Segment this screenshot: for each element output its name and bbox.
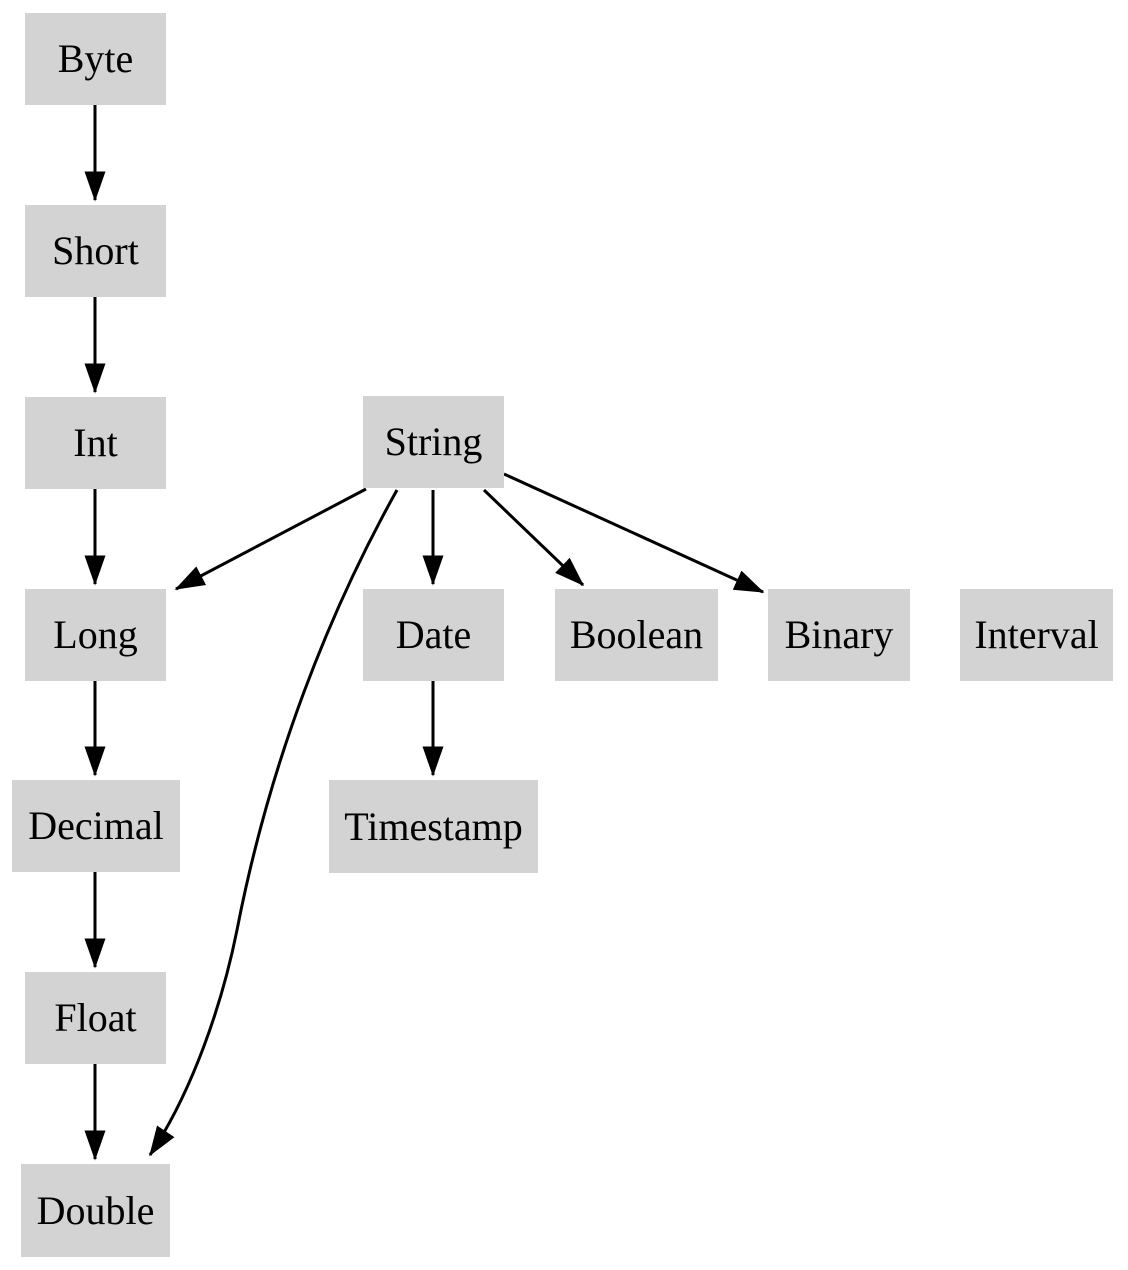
edge-string-double [148, 489, 399, 1157]
edge-string-boolean [482, 488, 585, 587]
node-date: Date [363, 589, 504, 681]
node-string: String [363, 396, 504, 488]
node-decimal: Decimal [12, 780, 180, 872]
edge-string-binary [503, 472, 765, 594]
node-interval: Interval [960, 589, 1113, 681]
node-float: Float [25, 972, 166, 1064]
node-long: Long [25, 589, 166, 681]
node-int: Int [25, 397, 166, 489]
node-timestamp: Timestamp [329, 780, 538, 873]
node-boolean: Boolean [555, 589, 718, 681]
node-double: Double [21, 1164, 170, 1257]
node-byte: Byte [25, 13, 166, 105]
node-short: Short [25, 205, 166, 297]
node-binary: Binary [768, 589, 910, 681]
edge-string-long [174, 487, 367, 591]
